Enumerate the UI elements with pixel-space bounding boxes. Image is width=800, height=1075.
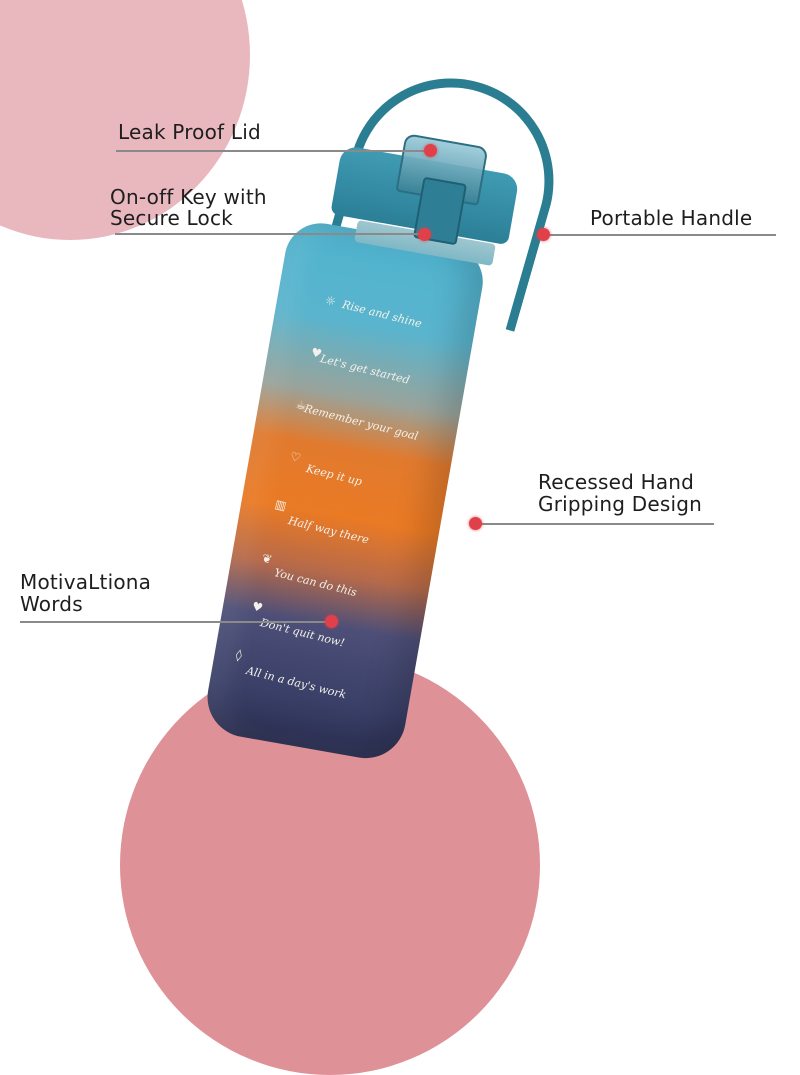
leader-line <box>116 150 431 152</box>
callout-label: MotivaLtiona <box>20 570 152 594</box>
callout-label: Gripping Design <box>538 492 703 516</box>
callout-label: Recessed Hand <box>538 470 695 494</box>
marker-dot <box>325 615 338 628</box>
leader-line <box>480 523 714 525</box>
leader-line <box>548 234 776 236</box>
marker-dot <box>424 144 437 157</box>
marker-dot <box>418 228 431 241</box>
callout-label: Leak Proof Lid <box>118 120 261 144</box>
callout-label: On-off Key with <box>110 185 267 209</box>
marker-dot <box>469 517 482 530</box>
callout-label: Secure Lock <box>110 206 233 230</box>
callout-label: Words <box>20 592 83 616</box>
leader-line <box>115 233 425 235</box>
callout-label: Portable Handle <box>590 206 753 230</box>
marker-dot <box>537 228 550 241</box>
leader-line <box>20 621 328 623</box>
